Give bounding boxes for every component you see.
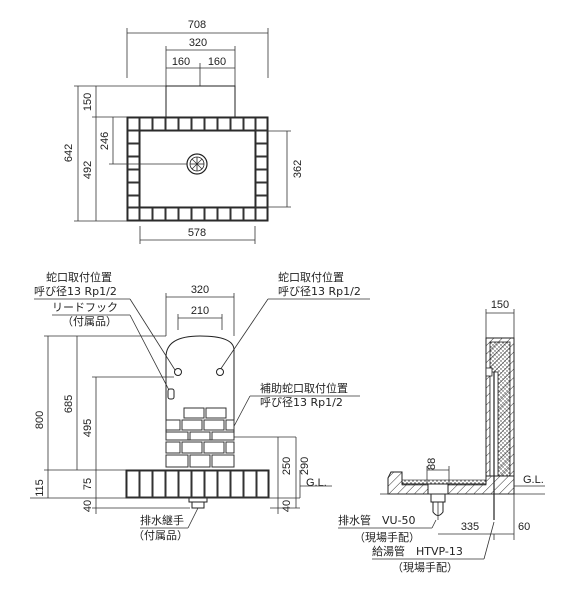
- aux-faucet-label: 補助蛇口取付位置: [260, 381, 348, 395]
- dim-250: 250: [281, 457, 293, 475]
- gl-label-side: G.L.: [523, 474, 544, 486]
- dim-578: 578: [188, 227, 206, 239]
- post-bricks: [165, 407, 235, 468]
- dim-800: 800: [34, 411, 46, 429]
- dim-115: 115: [34, 479, 46, 497]
- side-view: 150 88 G.L. 335 60 排水管 VU-50 （: [338, 299, 545, 574]
- dim-88: 88: [426, 458, 438, 470]
- hook-icon: [167, 388, 175, 400]
- dim-362: 362: [292, 160, 304, 178]
- brick-row-top: [127, 117, 268, 131]
- dim-160-right: 160: [208, 56, 226, 68]
- dim-160-left: 160: [172, 56, 190, 68]
- dim-492: 492: [82, 161, 94, 179]
- faucet-label-right: 蛇口取付位置: [278, 270, 344, 284]
- basin-inner: [139, 130, 256, 208]
- faucet-hole-left: [174, 368, 182, 376]
- basin-bricks-front: [125, 469, 270, 499]
- dim-290: 290: [299, 457, 311, 475]
- dim-40-left: 40: [82, 500, 94, 512]
- drain-joint-note: （付属品）: [133, 529, 188, 542]
- dim-495: 495: [82, 419, 94, 437]
- drain-icon: [186, 153, 208, 175]
- dim-246: 246: [99, 132, 111, 150]
- back-post: [165, 85, 236, 118]
- top-view: 708 320 160 160: [63, 19, 304, 244]
- dim-40-right: 40: [281, 500, 293, 512]
- gl-label-front: G.L.: [306, 477, 327, 489]
- hook-label: リードフック: [52, 301, 118, 314]
- supply-pipe-label: 給湯管 HTVP-13: [372, 544, 463, 558]
- faucet-hole-right: [216, 368, 224, 376]
- drain-pipe-note: （現場手配）: [354, 530, 420, 544]
- dim-75: 75: [82, 478, 94, 490]
- drain-joint-icon: [188, 497, 208, 509]
- aux-faucet-spec: 呼び径13 Rp1/2: [260, 396, 343, 409]
- basin-frame: [126, 116, 269, 222]
- dim-708: 708: [188, 19, 206, 31]
- dim-320-front: 320: [191, 284, 209, 296]
- drain-pipe-label: 排水管 VU-50: [338, 513, 416, 527]
- post-body: [165, 335, 235, 441]
- faucet-label-left: 蛇口取付位置: [46, 270, 112, 284]
- dim-642: 642: [63, 144, 75, 162]
- front-view: 蛇口取付位置 呼び径13 Rp1/2 リードフック （付属品） 蛇口取付位置 呼…: [30, 270, 370, 542]
- brick-row-bottom: [127, 207, 268, 221]
- dim-210: 210: [191, 305, 209, 317]
- supply-pipe-note: （現場手配）: [392, 560, 458, 574]
- dim-150-side: 150: [491, 299, 509, 311]
- dim-335: 335: [461, 521, 479, 533]
- hook-note: （付属品）: [62, 315, 117, 328]
- drain-joint-label: 排水継手: [140, 513, 184, 527]
- brick-column-right: [255, 130, 268, 208]
- brick-column-left: [127, 130, 140, 208]
- dim-150: 150: [82, 93, 94, 111]
- faucet-spec-left: 呼び径13 Rp1/2: [34, 285, 117, 298]
- faucet-spec-right: 呼び径13 Rp1/2: [278, 285, 361, 298]
- dim-320-top: 320: [189, 37, 207, 49]
- dim-60: 60: [518, 521, 530, 533]
- dim-685: 685: [63, 395, 75, 413]
